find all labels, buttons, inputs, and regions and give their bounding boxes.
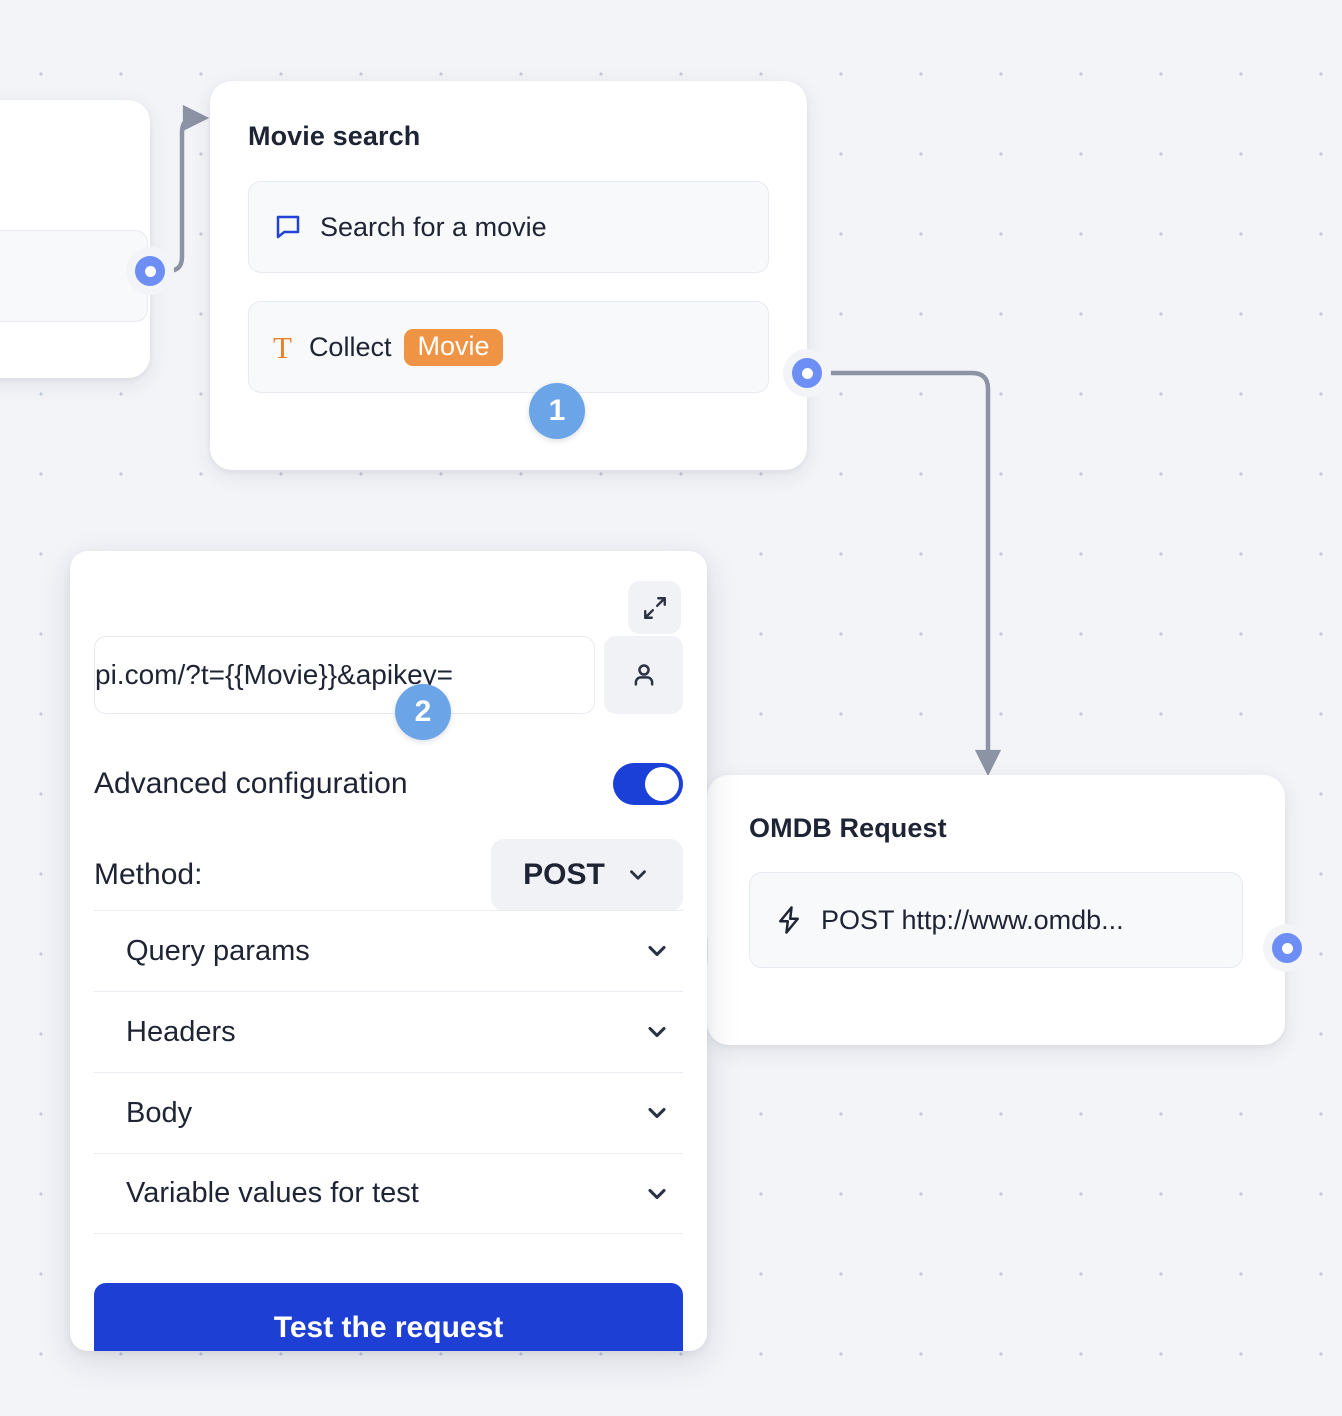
node-title: Movie search [248, 121, 769, 152]
advanced-configuration-toggle[interactable] [613, 763, 683, 805]
text-variable-icon: T [273, 332, 292, 363]
chevron-down-icon [625, 862, 651, 888]
method-value: POST [523, 858, 605, 892]
advanced-configuration-row[interactable]: Advanced configuration [94, 763, 683, 805]
node-row-post-request[interactable]: POST http://www.omdb... [749, 872, 1243, 968]
section-variable-values-for-test[interactable]: Variable values for test [94, 1153, 683, 1234]
node-row-label: Collect [309, 332, 392, 363]
node-title: OMDB Request [749, 813, 1243, 844]
request-url-input[interactable]: pi.com/?t={{Movie}}&apikey= [94, 636, 595, 714]
node-partial-row[interactable] [0, 230, 148, 322]
section-label: Query params [126, 935, 310, 968]
node-omdb-request[interactable]: OMDB Request POST http://www.omdb... [707, 775, 1285, 1045]
step-badge-number: 1 [549, 394, 566, 428]
chevron-down-icon [643, 1018, 671, 1046]
person-icon[interactable] [604, 636, 683, 714]
expand-diagonal-icon[interactable] [628, 581, 681, 634]
section-body[interactable]: Body [94, 1072, 683, 1153]
test-the-request-button[interactable]: Test the request [94, 1283, 683, 1351]
section-headers[interactable]: Headers [94, 991, 683, 1072]
method-label: Method: [94, 858, 202, 892]
request-url-value: pi.com/?t={{Movie}}&apikey= [95, 659, 453, 691]
speech-bubble-icon [273, 212, 303, 242]
method-row: Method: POST [94, 839, 683, 911]
chevron-down-icon [643, 1180, 671, 1208]
node-row-label: POST http://www.omdb... [821, 905, 1124, 936]
lightning-bolt-icon [774, 905, 804, 935]
section-query-params[interactable]: Query params [94, 910, 683, 991]
advanced-configuration-label: Advanced configuration [94, 767, 408, 801]
test-button-label: Test the request [274, 1311, 504, 1345]
node-row-search-for-a-movie[interactable]: Search for a movie [248, 181, 769, 273]
section-label: Body [126, 1097, 192, 1130]
node-partial-left[interactable] [0, 100, 150, 378]
chevron-down-icon [643, 1099, 671, 1127]
node-row-label: Search for a movie [320, 212, 547, 243]
variable-chip-movie[interactable]: Movie [404, 329, 502, 366]
chevron-down-icon [643, 937, 671, 965]
method-select[interactable]: POST [491, 839, 683, 911]
section-label: Variable values for test [126, 1177, 419, 1210]
step-badge-number: 2 [415, 695, 432, 729]
step-badge-1: 1 [529, 383, 585, 439]
node-movie-search[interactable]: Movie search Search for a movie T Collec… [210, 81, 807, 470]
request-config-panel[interactable]: pi.com/?t={{Movie}}&apikey= Advanced con… [70, 551, 707, 1351]
port-movie-search-output[interactable] [792, 358, 822, 388]
section-label: Headers [126, 1016, 236, 1049]
node-row-collect-movie[interactable]: T Collect Movie [248, 301, 769, 393]
step-badge-2: 2 [395, 684, 451, 740]
request-url-row[interactable]: pi.com/?t={{Movie}}&apikey= [94, 636, 683, 714]
request-sections-accordion: Query params Headers Body [94, 910, 683, 1234]
port-left-node-output[interactable] [135, 256, 165, 286]
port-omdb-request-output[interactable] [1272, 933, 1302, 963]
